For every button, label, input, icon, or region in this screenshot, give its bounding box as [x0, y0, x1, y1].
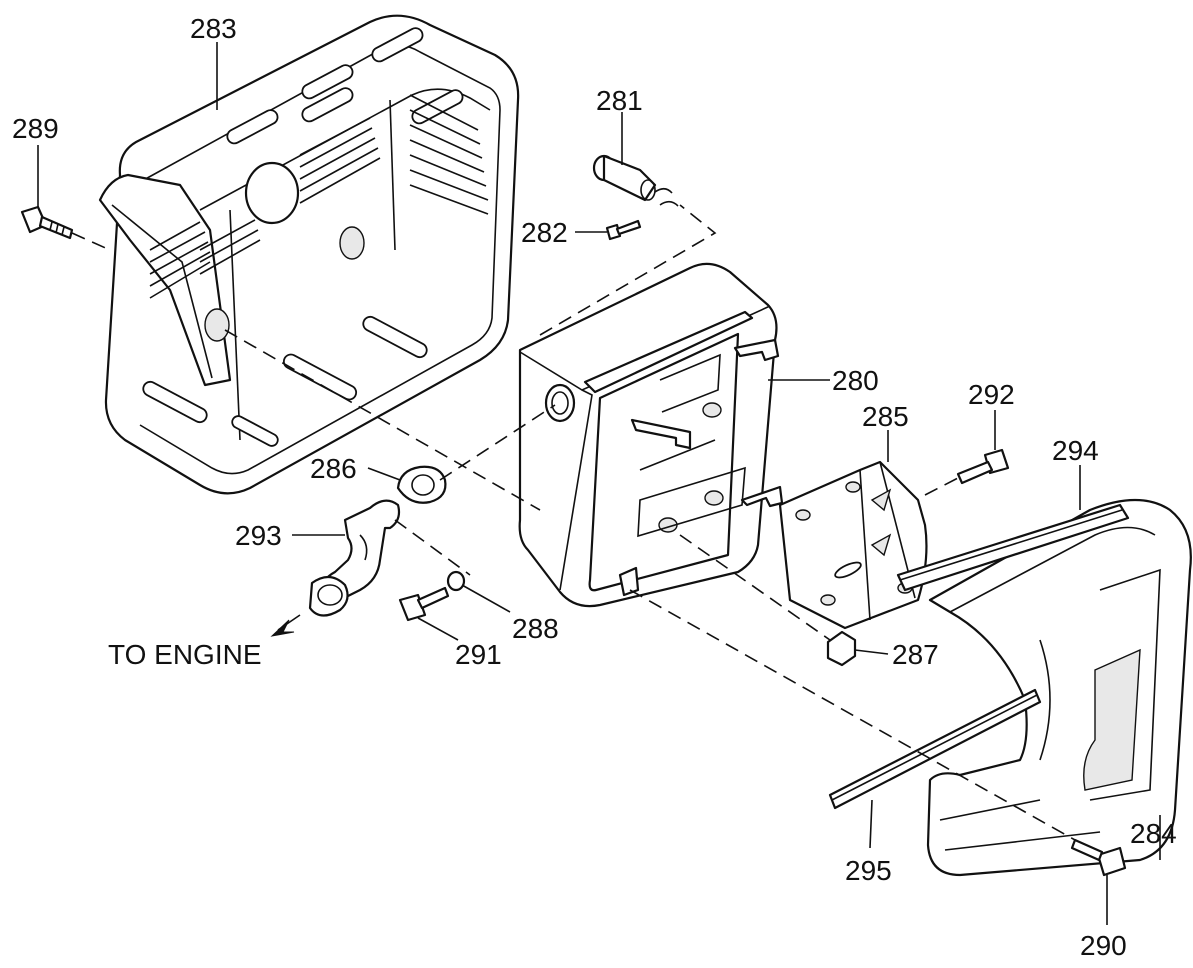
- label-283: 283: [190, 13, 237, 44]
- label-286: 286: [310, 453, 357, 484]
- label-288: 288: [512, 613, 559, 644]
- part-292-bolt: [956, 448, 1010, 485]
- label-289: 289: [12, 113, 59, 144]
- label-291: 291: [455, 639, 502, 670]
- part-286-gasket: [396, 465, 447, 504]
- assembly-lines: [71, 204, 1076, 841]
- label-287: 287: [892, 639, 939, 670]
- label-293: 293: [235, 520, 282, 551]
- part-284-outer-cover: [926, 498, 1192, 877]
- label-284: 284: [1130, 818, 1177, 849]
- to-engine-caption: TO ENGINE: [108, 639, 262, 670]
- part-288-washer: [446, 570, 466, 592]
- part-280-muffler: [518, 262, 784, 608]
- part-293-exhaust-pipe: [308, 499, 401, 617]
- part-281-tailpipe: [592, 154, 679, 207]
- leader-lines: [37, 42, 1161, 925]
- part-295-rail: [828, 688, 1042, 810]
- part-290-bolt: [1070, 838, 1127, 877]
- label-295: 295: [845, 855, 892, 886]
- label-281: 281: [596, 85, 643, 116]
- part-283-muffler-guard: [98, 14, 520, 495]
- part-294-rail: [896, 503, 1130, 592]
- label-290: 290: [1080, 930, 1127, 961]
- label-292: 292: [968, 379, 1015, 410]
- part-289-bolt: [20, 205, 74, 240]
- part-287-nut: [826, 630, 857, 667]
- part-282-screw: [605, 219, 642, 241]
- part-291-bolt: [398, 586, 450, 622]
- part-285-bracket: [778, 460, 928, 630]
- label-285: 285: [862, 401, 909, 432]
- label-294: 294: [1052, 435, 1099, 466]
- label-280: 280: [832, 365, 879, 396]
- label-282: 282: [521, 217, 568, 248]
